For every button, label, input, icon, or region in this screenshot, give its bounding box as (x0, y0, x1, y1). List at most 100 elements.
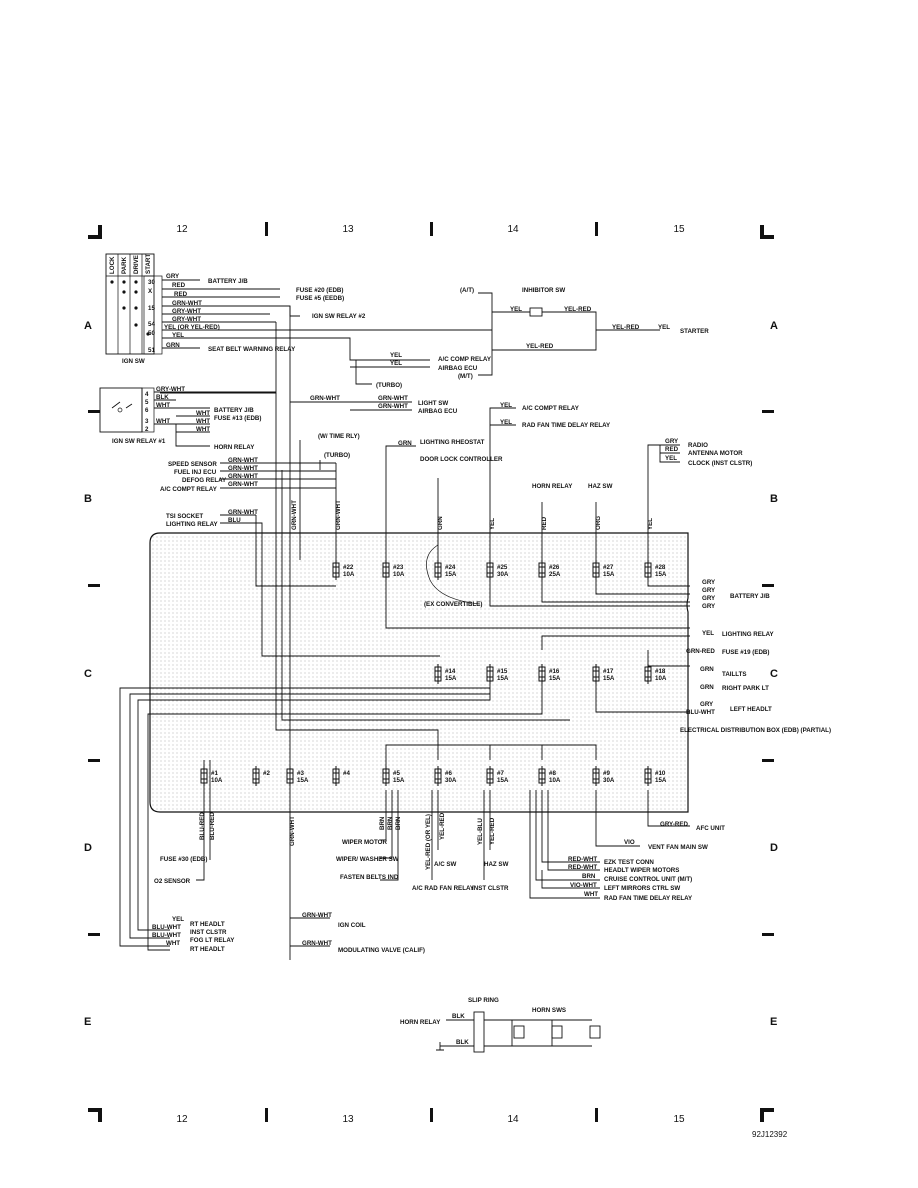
svg-text:WHT: WHT (196, 426, 210, 433)
row-label: A (84, 320, 92, 332)
svg-text:YEL: YEL (390, 360, 402, 367)
svg-text:AFC UNIT: AFC UNIT (696, 825, 725, 832)
svg-text:ANTENNA MOTOR: ANTENNA MOTOR (688, 450, 743, 457)
edb-internal-wires (119, 393, 690, 951)
figure-id: 92J12392 (752, 1130, 788, 1139)
svg-text:HORN RELAY: HORN RELAY (214, 444, 255, 451)
svg-text:YEL-RED: YEL-RED (612, 324, 640, 331)
svg-text:A/C SW: A/C SW (434, 861, 457, 868)
fuse-amperage: 30A (445, 777, 457, 784)
svg-text:BLU-WHT: BLU-WHT (152, 924, 181, 931)
svg-text:INST CLSTR: INST CLSTR (472, 885, 509, 892)
svg-text:BATTERY J/B: BATTERY J/B (214, 407, 254, 414)
svg-text:SLIP RING: SLIP RING (468, 997, 499, 1004)
fuse-amperage: 10A (549, 777, 561, 784)
svg-text:LIGHTING RELAY: LIGHTING RELAY (166, 521, 219, 528)
svg-text:GRY: GRY (665, 438, 679, 445)
fuse-number: #5 (393, 770, 400, 777)
svg-text:TAILLTS: TAILLTS (722, 671, 747, 678)
svg-text:WHT: WHT (156, 418, 170, 425)
svg-text:GRN-WHT: GRN-WHT (335, 500, 342, 530)
svg-text:FUSE #19 (EDB): FUSE #19 (EDB) (722, 649, 769, 656)
svg-text:RADIO: RADIO (688, 442, 708, 449)
svg-text:IGN COIL: IGN COIL (338, 922, 366, 929)
svg-text:YEL-RED: YEL-RED (439, 812, 446, 840)
col-label: 13 (342, 224, 354, 235)
svg-text:CRUISE CONTROL UNIT (M/T): CRUISE CONTROL UNIT (M/T) (604, 876, 692, 883)
row-label: C (770, 668, 778, 680)
svg-text:YEL-BLU: YEL-BLU (477, 818, 484, 845)
svg-text:GRY: GRY (702, 595, 716, 602)
svg-text:WHT: WHT (156, 402, 170, 409)
fuse-amperage: 15A (655, 571, 667, 578)
svg-text:BRN: BRN (387, 816, 394, 830)
col-label: 14 (507, 1114, 519, 1125)
edb-fuses: #2210A#2310A#2415A#2530A#2625A#2715A#281… (200, 560, 667, 786)
ign-terminal: 15 (148, 305, 155, 312)
svg-text:BLU-RED: BLU-RED (209, 812, 216, 840)
svg-text:RED: RED (665, 446, 679, 453)
fuse-amperage: 15A (603, 571, 615, 578)
svg-text:GRY: GRY (702, 579, 716, 586)
fuse-number: #23 (393, 564, 404, 571)
fuse-number: #27 (603, 564, 614, 571)
ign-terminal: 54 (148, 321, 155, 328)
fuse-number: #10 (655, 770, 666, 777)
ign-pos-label: START (145, 254, 152, 274)
svg-text:GRN-WHT: GRN-WHT (302, 940, 332, 947)
svg-text:FUSE #20 (EDB): FUSE #20 (EDB) (296, 287, 343, 294)
bottom-left-labels: BLU-RED BLU-RED FUSE #30 (EDB) O2 SENSOR… (152, 760, 509, 954)
svg-text:YEL: YEL (658, 324, 670, 331)
svg-text:FOG LT RELAY: FOG LT RELAY (190, 937, 235, 944)
svg-text:INHIBITOR SW: INHIBITOR SW (522, 287, 565, 294)
horn-circuit: SLIP RING HORN SWS HORN RELAY BLK BLK (400, 997, 601, 1053)
fuse-amperage: 15A (549, 675, 561, 682)
svg-text:WIPER/ WASHER SW: WIPER/ WASHER SW (336, 856, 399, 863)
fuse-amperage: 10A (343, 571, 355, 578)
svg-text:GRN-WHT: GRN-WHT (228, 509, 258, 516)
svg-text:BLU: BLU (228, 517, 241, 524)
fuse-amperage: 10A (655, 675, 667, 682)
ign-relay-1: 4 5 6 3 2 IGN SW RELAY #1 GRY-WHT BLK WH… (99, 386, 276, 451)
svg-text:GRN-WHT: GRN-WHT (228, 481, 258, 488)
svg-text:GRN-WHT: GRN-WHT (291, 500, 298, 530)
fuse-number: #9 (603, 770, 610, 777)
svg-text:YEL: YEL (500, 419, 512, 426)
row-label: C (84, 668, 92, 680)
svg-text:SPEED SENSOR: SPEED SENSOR (168, 461, 217, 468)
svg-text:FUSE #13 (EDB): FUSE #13 (EDB) (214, 415, 261, 422)
fuse-number: #4 (343, 770, 350, 777)
svg-text:LIGHTING RELAY: LIGHTING RELAY (722, 631, 775, 638)
svg-text:LEFT MIRRORS CTRL SW: LEFT MIRRORS CTRL SW (604, 885, 680, 892)
svg-text:GRY-WHT: GRY-WHT (172, 308, 201, 315)
svg-text:YEL: YEL (665, 455, 677, 462)
svg-text:LEFT HEADLT: LEFT HEADLT (730, 706, 772, 713)
col-label: 15 (673, 224, 685, 235)
ign-pos-label: PARK (121, 256, 128, 274)
fuse-amperage: 30A (497, 571, 509, 578)
fuse-amperage: 10A (393, 571, 405, 578)
svg-text:GRN-WHT: GRN-WHT (228, 465, 258, 472)
corner-marks (88, 225, 774, 1122)
svg-text:STARTER: STARTER (680, 328, 709, 335)
svg-text:IGN SW RELAY #1: IGN SW RELAY #1 (112, 438, 166, 445)
svg-text:SEAT BELT WARNING RELAY: SEAT BELT WARNING RELAY (208, 346, 296, 353)
fuse-amperage: 15A (497, 675, 509, 682)
svg-text:YEL (OR YEL-RED): YEL (OR YEL-RED) (164, 324, 220, 331)
svg-text:FASTEN BELTS IND: FASTEN BELTS IND (340, 874, 399, 881)
svg-text:RAD FAN TIME DELAY RELAY: RAD FAN TIME DELAY RELAY (604, 895, 693, 902)
svg-text:HAZ SW: HAZ SW (484, 861, 509, 868)
row-label: B (84, 493, 92, 505)
col-label: 12 (176, 1114, 188, 1125)
fuse-amperage: 15A (445, 571, 457, 578)
svg-text:3: 3 (145, 418, 149, 425)
svg-text:BLU-WHT: BLU-WHT (686, 709, 715, 716)
svg-text:A/C COMPT RELAY: A/C COMPT RELAY (160, 486, 218, 493)
fuse-number: #2 (263, 770, 270, 777)
